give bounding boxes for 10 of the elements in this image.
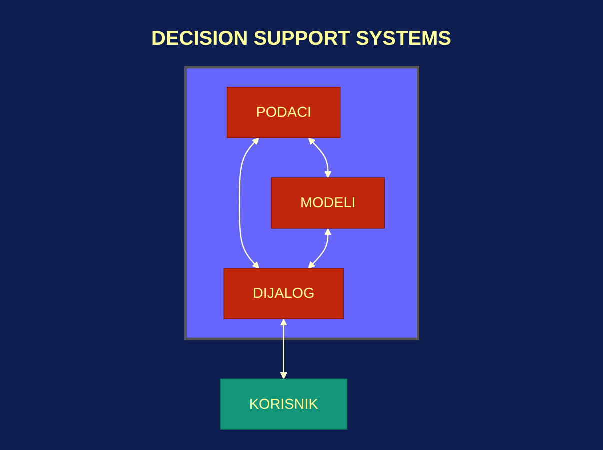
cluster bbox=[184, 66, 419, 340]
arrow bbox=[308, 228, 332, 268]
node-box: MODELI bbox=[270, 177, 385, 228]
arrow bbox=[308, 137, 332, 178]
diagram-title: DECISION SUPPORT SYSTEMS bbox=[150, 27, 453, 52]
node-box: KORISNIK bbox=[220, 378, 348, 430]
node-box: DIJALOG bbox=[223, 268, 344, 319]
arrow bbox=[280, 318, 287, 379]
node-box: PODACI bbox=[226, 86, 340, 138]
arrow bbox=[238, 137, 259, 268]
